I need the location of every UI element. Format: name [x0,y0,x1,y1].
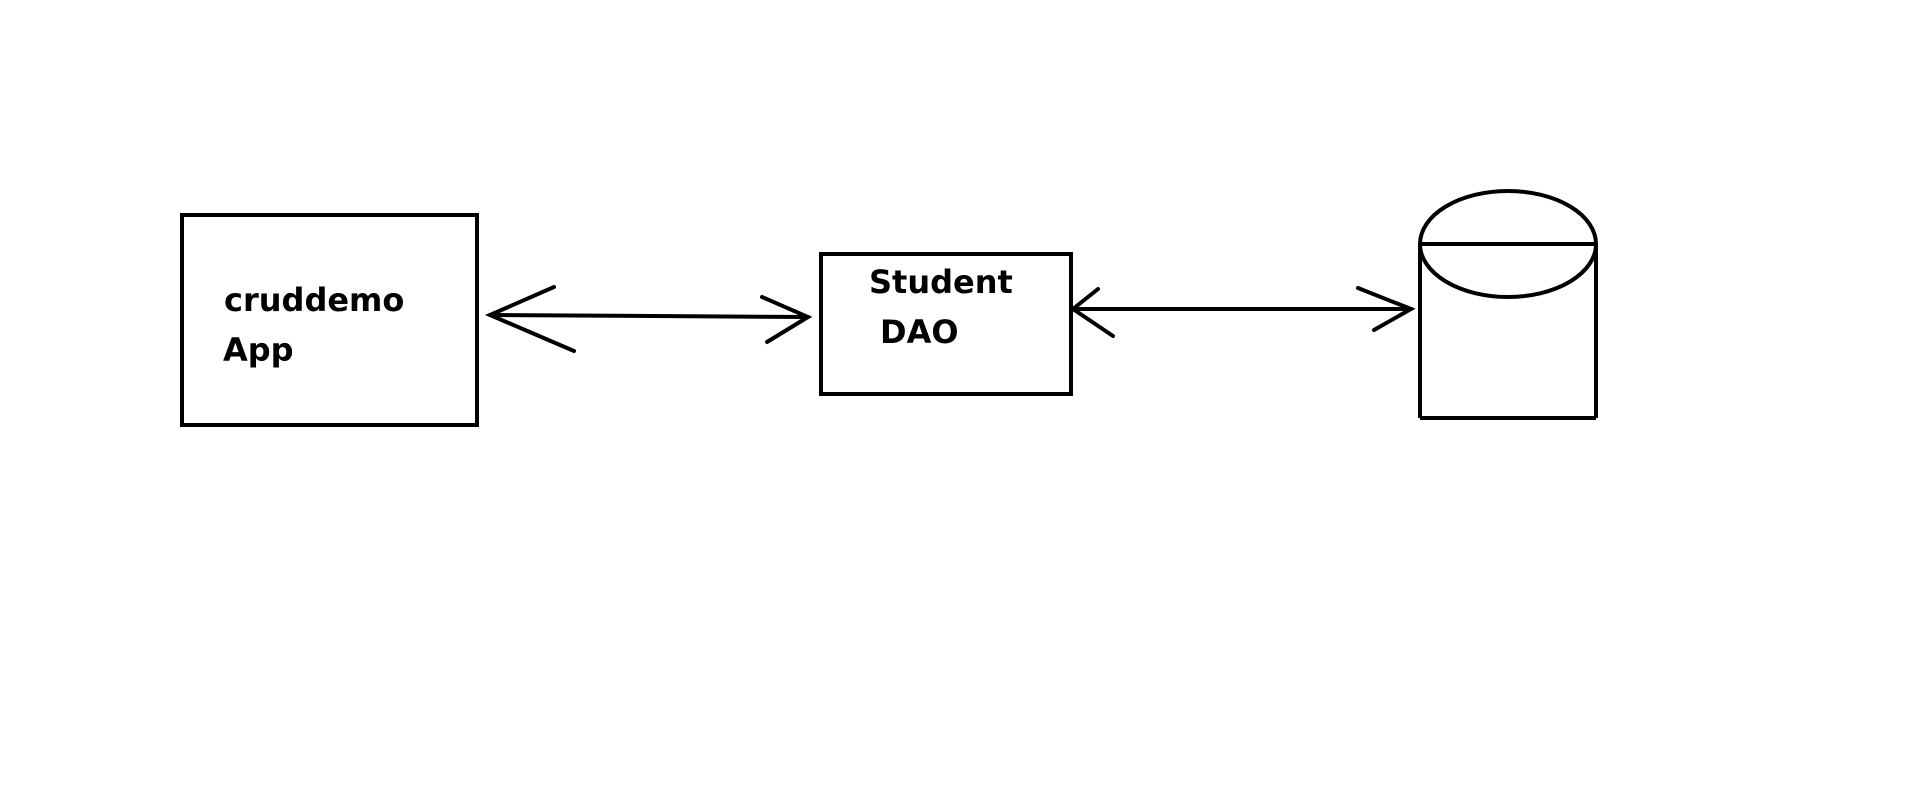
dao-box-label-line1: Student [869,263,1013,301]
app-dao-arrowhead-right [760,295,813,344]
dao-db-arrowhead-right [1356,286,1416,332]
dao-box [819,252,1073,396]
database-cylinder-icon [1418,189,1598,420]
app-box-label-line1: cruddemo [224,281,405,319]
app-dao-arrow [484,285,813,353]
dao-db-arrow [1069,286,1416,338]
app-dao-arrowhead-left [484,285,576,353]
app-dao-arrow-shaft [488,313,810,319]
dao-db-arrowhead-left [1069,287,1115,338]
app-box [180,213,479,427]
app-box-label-line2: App [223,331,294,369]
dao-box-label-line2: DAO [880,313,959,351]
